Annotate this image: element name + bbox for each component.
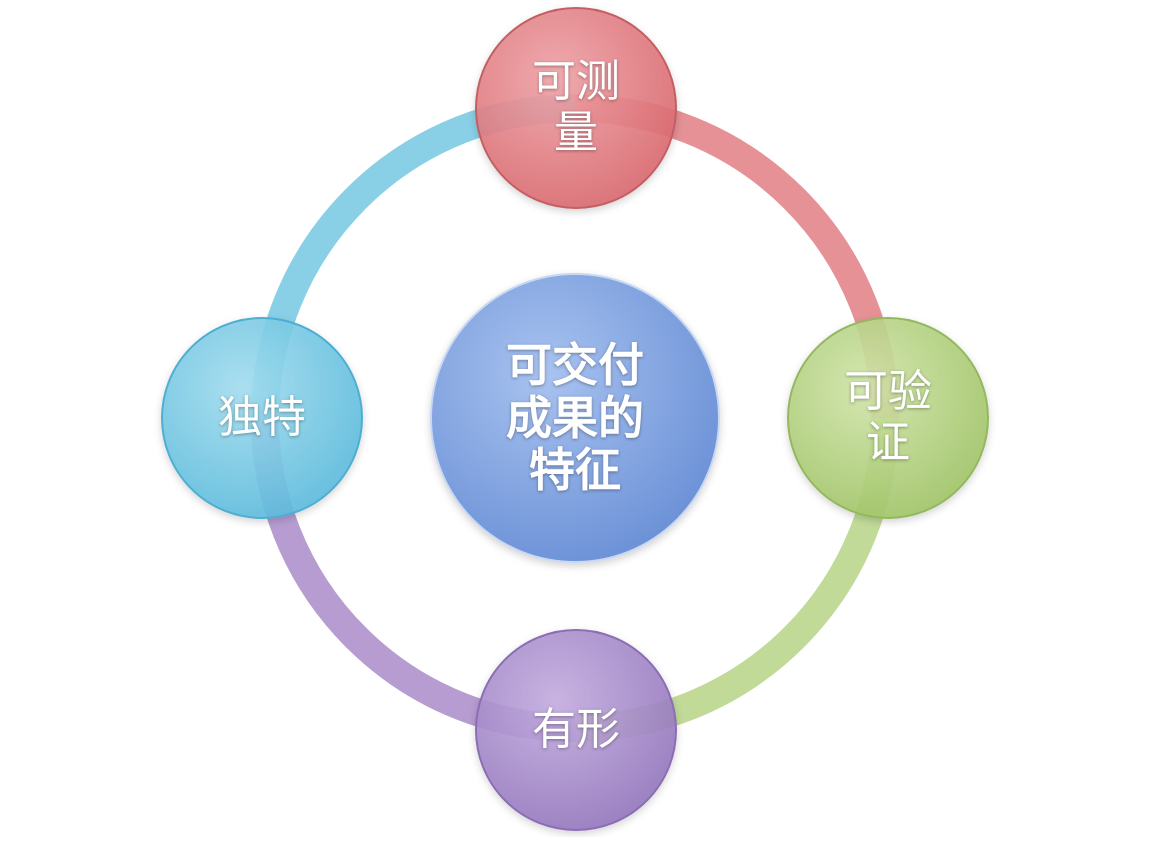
node-label-right-line-1: 可验 [844,366,932,418]
node-label-right: 可验 证 [788,318,988,518]
node-label-top: 可测 量 [476,8,676,208]
center-circle [430,273,720,563]
node-label-left-line-1: 独特 [218,391,306,443]
node-label-right-line-2: 证 [866,417,910,468]
node-label-left: 独特 [162,318,362,518]
center-label-line-2: 成果的 [506,390,644,445]
center-label-line-1: 可交付 [506,337,644,392]
node-label-bottom: 有形 [476,630,676,830]
center-label-line-3: 特征 [529,443,621,498]
node-circle-top [475,7,677,209]
node-label-top-line-1: 可测 [532,56,620,108]
node-circle-left [161,317,363,519]
node-circle-bottom [475,629,677,831]
node-label-bottom-line-1: 有形 [532,703,620,755]
node-label-top-line-2: 量 [554,107,598,158]
node-circle-right [787,317,989,519]
center-label: 可交付 成果的 特征 [430,273,720,563]
